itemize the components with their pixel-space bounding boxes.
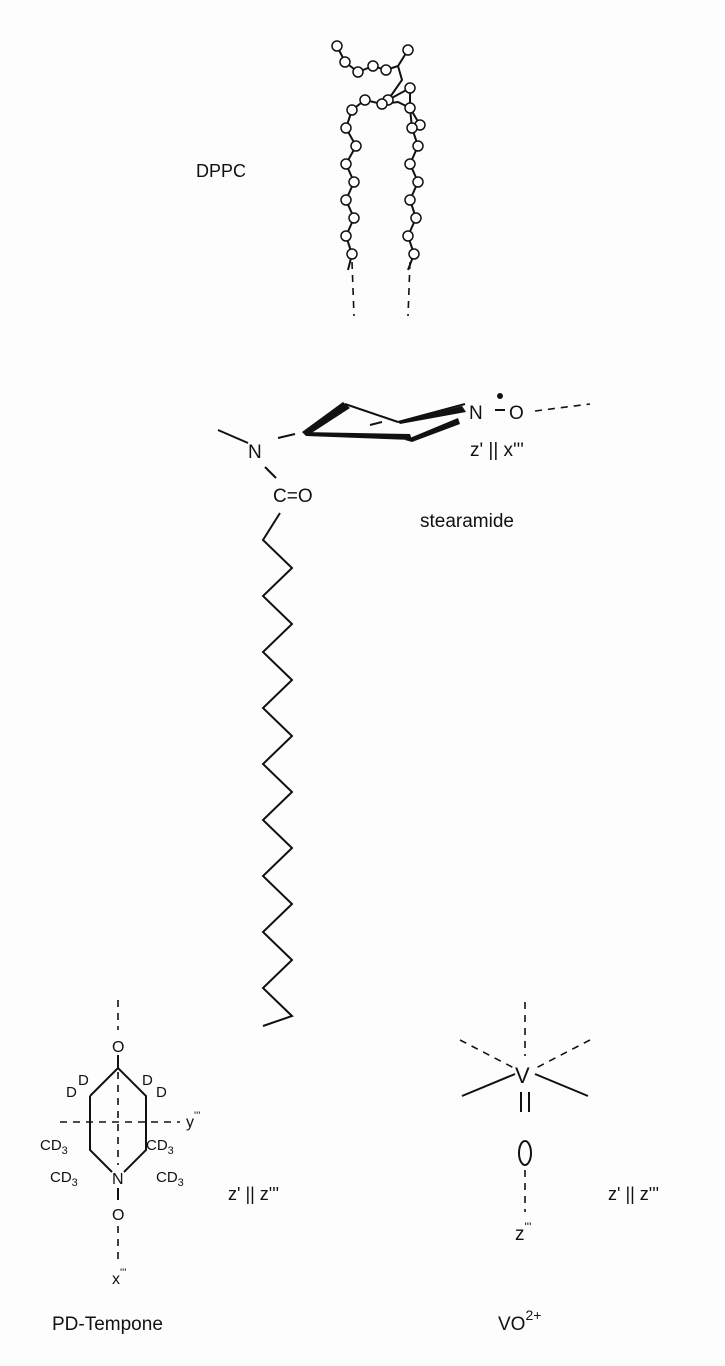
amide-n: N <box>248 442 262 463</box>
cd3-label: CD3 <box>146 1137 174 1157</box>
dppc-molecule: DPPC <box>196 40 426 317</box>
vanadyl-oxygen <box>518 1140 532 1166</box>
deuterium-label: D <box>66 1084 77 1101</box>
radical-dot <box>497 393 503 399</box>
vanadyl-axis-relation: z' || z''' <box>608 1184 659 1204</box>
tempone-n: N <box>112 1171 124 1188</box>
cd3-label: CD3 <box>156 1169 184 1189</box>
nitroxide-o: O <box>509 403 524 424</box>
dppc-label: DPPC <box>196 161 246 181</box>
tempone-o-bottom: O <box>112 1207 124 1224</box>
carbonyl: C=O <box>273 486 313 507</box>
pd-tempone-molecule: O D D D D y''' CD3 CD3 CD3 CD3 N O x''' … <box>40 1000 279 1335</box>
stearamide-axis-relation: z' || x''' <box>470 440 524 461</box>
stearamide-molecule: N N O z' || x''' C=O stearamide <box>217 393 591 1027</box>
deuterium-label: D <box>156 1084 167 1101</box>
stearamide-label: stearamide <box>420 511 514 532</box>
tempone-x-axis: x''' <box>112 1267 126 1288</box>
oxygen-label: O <box>522 1147 532 1162</box>
tempone-axis-relation: z' || z''' <box>228 1184 279 1204</box>
deuterium-label: D <box>142 1072 153 1089</box>
vanadium: V <box>515 1063 530 1088</box>
tempone-y-axis: y''' <box>186 1110 200 1131</box>
vanadyl-z-axis: z''' <box>515 1220 531 1245</box>
deuterium-label: D <box>78 1072 89 1089</box>
cd3-label: CD3 <box>40 1137 68 1157</box>
nitroxide-n: N <box>469 403 483 424</box>
pd-tempone-label: PD-Tempone <box>52 1314 163 1335</box>
cd3-label: CD3 <box>50 1169 78 1189</box>
vo2-label: VO2+ <box>498 1307 541 1335</box>
tempone-o-top: O <box>112 1039 124 1056</box>
vanadyl-molecule: V O z''' z' || z''' VO2+ <box>459 1002 659 1335</box>
